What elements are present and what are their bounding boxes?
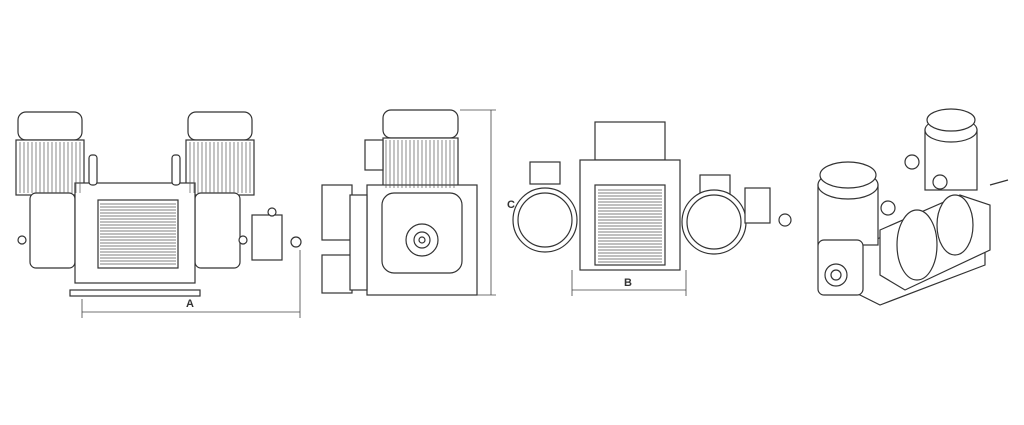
front-view — [15, 111, 302, 318]
left-gearbox — [29, 192, 76, 269]
dimension-a-label: A — [186, 298, 194, 310]
isometric-view — [817, 108, 1009, 306]
right-gearbox — [194, 192, 241, 269]
motor-fins — [19, 142, 81, 193]
motor-fins — [189, 142, 251, 193]
rope-windings — [100, 203, 176, 265]
right-motor — [185, 111, 255, 196]
rope-windings — [598, 189, 662, 263]
side-view — [321, 109, 496, 296]
motor-fins — [385, 140, 455, 188]
top-view — [512, 121, 792, 296]
dimension-b-label: B — [624, 277, 632, 289]
control-box — [251, 214, 283, 261]
dimension-c-label: C — [507, 199, 515, 211]
left-motor — [15, 111, 85, 196]
